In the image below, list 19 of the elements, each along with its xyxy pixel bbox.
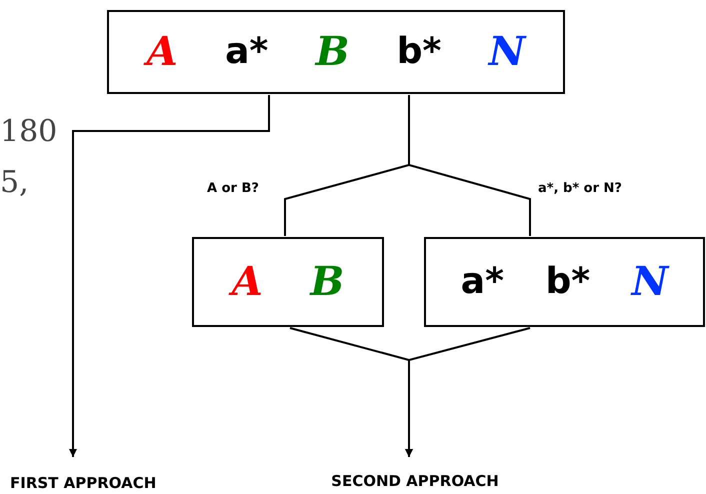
- approach-label: SECOND APPROACH: [331, 472, 499, 490]
- symbol-label: B: [310, 262, 344, 302]
- symbol-box: [424, 237, 705, 327]
- arrow: [405, 327, 530, 457]
- edge-label: a*, b* or N?: [536, 181, 624, 196]
- variable-label: b*: [545, 264, 590, 300]
- text-fragment: 5,: [0, 168, 29, 198]
- arrow: [69, 95, 270, 457]
- text-fragment: 180: [0, 117, 58, 147]
- variable-label: a*: [225, 34, 268, 70]
- connector-line: [408, 95, 531, 236]
- symbol-label: N: [488, 32, 526, 72]
- symbol-label: N: [632, 262, 668, 302]
- symbol-label: B: [316, 32, 350, 72]
- symbol-box: [192, 237, 384, 327]
- variable-label: a*: [460, 264, 504, 300]
- approach-label: FIRST APPROACH: [10, 474, 156, 492]
- variable-label: b*: [396, 34, 442, 70]
- symbol-box: [107, 10, 565, 94]
